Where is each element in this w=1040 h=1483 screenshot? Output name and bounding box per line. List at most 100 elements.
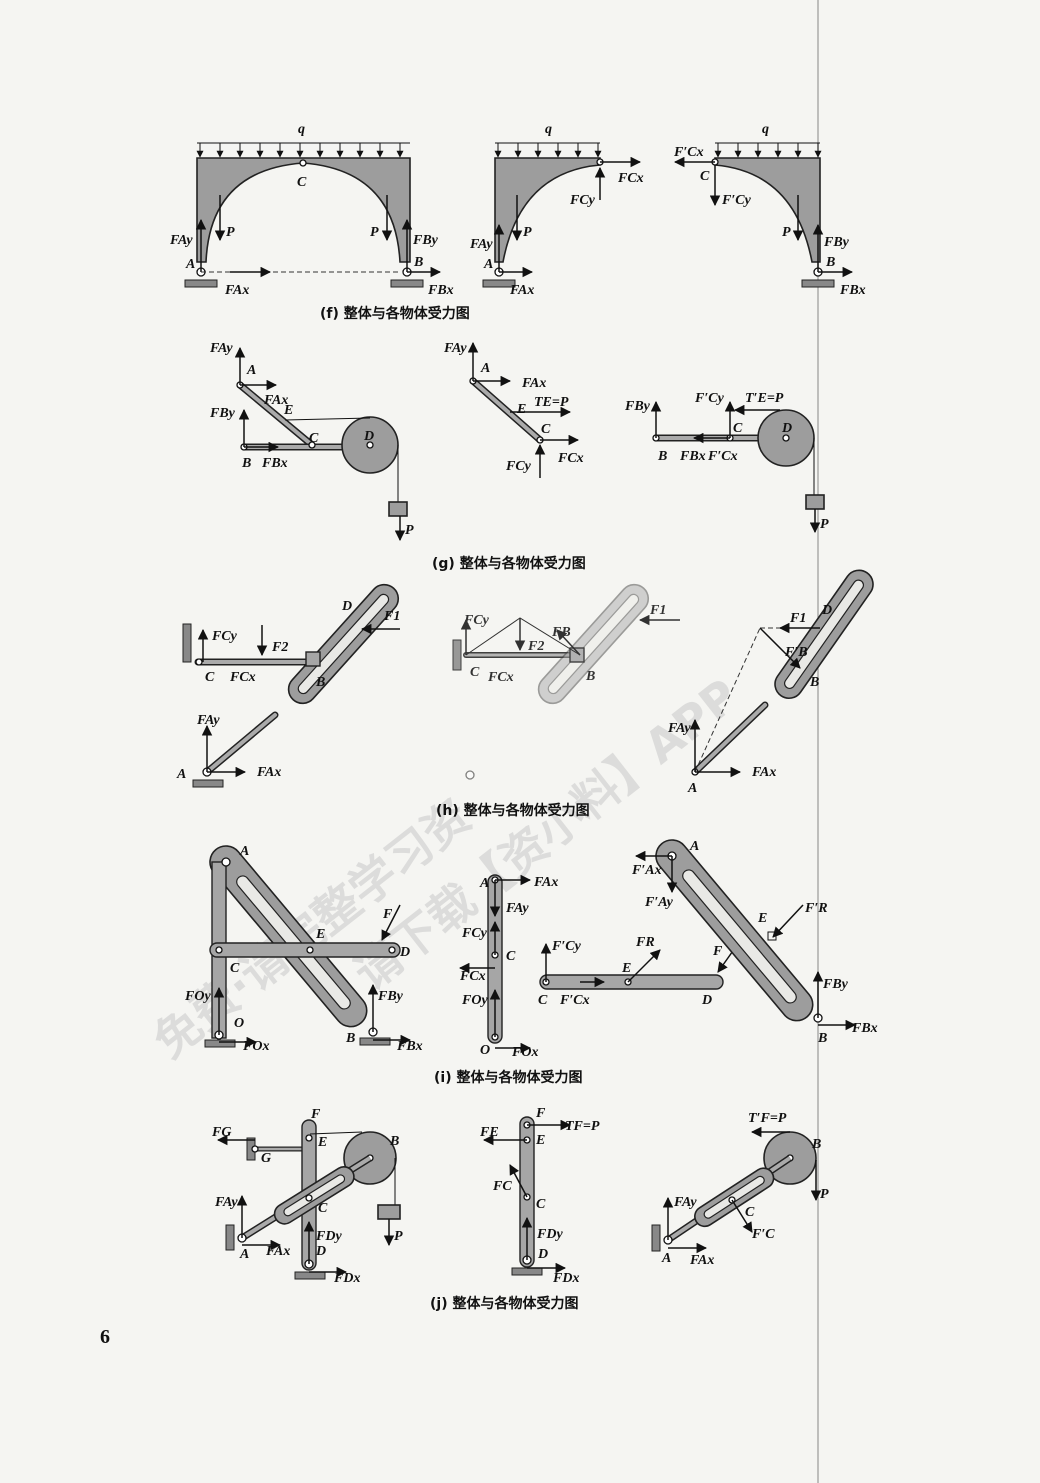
svg-text:FBx: FBx — [261, 456, 288, 471]
svg-text:P: P — [820, 517, 829, 532]
svg-text:B: B — [315, 675, 325, 690]
svg-text:q: q — [298, 122, 305, 137]
svg-text:FCy: FCy — [211, 629, 238, 644]
svg-text:D: D — [821, 603, 832, 618]
svg-text:FAy: FAy — [169, 233, 193, 248]
svg-text:FG: FG — [211, 1125, 231, 1140]
svg-text:P: P — [370, 225, 379, 240]
svg-text:FDy: FDy — [536, 1227, 563, 1242]
svg-text:B: B — [825, 255, 835, 270]
svg-text:B: B — [811, 1137, 821, 1152]
svg-text:FAx: FAx — [509, 283, 534, 298]
svg-text:FCy: FCy — [463, 613, 490, 628]
figure-g-bar-bd: T′E=P D C F′Cy F′Cx FBy B FBx P — [624, 391, 829, 534]
svg-text:C: C — [205, 670, 215, 685]
svg-text:C: C — [700, 169, 710, 184]
svg-text:C: C — [541, 422, 551, 437]
arch-whole — [196, 157, 411, 263]
svg-text:E: E — [516, 402, 526, 417]
svg-text:FB: FB — [551, 625, 571, 640]
svg-text:FCx: FCx — [459, 969, 486, 984]
svg-text:FAx: FAx — [533, 875, 558, 890]
svg-text:F1: F1 — [383, 609, 400, 624]
figure-h-whole: D B C A F1 F2 FCy FCx FAy FAx — [176, 583, 400, 788]
svg-text:A: A — [176, 767, 186, 782]
svg-text:O: O — [234, 1016, 244, 1031]
svg-text:E: E — [757, 911, 767, 926]
svg-text:C: C — [745, 1205, 755, 1220]
figure-i-bar-ab: A B E F′Ax F′Ay F′R FBy FBx — [631, 839, 878, 1046]
svg-text:q: q — [545, 122, 552, 137]
svg-text:FOx: FOx — [511, 1045, 538, 1060]
svg-text:D: D — [701, 993, 712, 1008]
svg-text:FCy: FCy — [505, 459, 532, 474]
svg-text:A: A — [483, 257, 493, 272]
svg-text:C: C — [506, 949, 516, 964]
svg-text:P: P — [405, 523, 414, 538]
svg-text:FOy: FOy — [184, 989, 211, 1004]
svg-text:FCx: FCx — [487, 670, 514, 685]
svg-text:E: E — [317, 1135, 327, 1150]
svg-text:FCy: FCy — [461, 926, 488, 941]
svg-text:F′Cx: F′Cx — [707, 449, 738, 464]
svg-text:A: A — [185, 257, 195, 272]
svg-text:FAx: FAx — [751, 765, 776, 780]
svg-text:FAx: FAx — [265, 1244, 290, 1259]
svg-text:FDx: FDx — [552, 1271, 579, 1286]
svg-text:FAy: FAy — [673, 1195, 697, 1210]
svg-text:B: B — [657, 449, 667, 464]
figure-f-left: q FCx FCy P A FAy FAx — [469, 122, 644, 298]
svg-text:FBy: FBy — [209, 406, 236, 421]
svg-text:P: P — [820, 1187, 829, 1202]
svg-text:FAx: FAx — [263, 393, 288, 408]
svg-text:C: C — [297, 175, 307, 190]
svg-text:C: C — [536, 1197, 546, 1212]
svg-text:D: D — [781, 421, 792, 436]
svg-text:B: B — [413, 255, 423, 270]
svg-text:C: C — [318, 1201, 328, 1216]
svg-text:TE=P: TE=P — [534, 395, 569, 410]
svg-text:FCx: FCx — [617, 171, 644, 186]
svg-text:FCy: FCy — [569, 193, 596, 208]
svg-text:O: O — [480, 1043, 490, 1058]
figure-i-bar-ao: A C O FAx FAy FCy FCx FOy FOx — [458, 874, 558, 1060]
svg-text:FOx: FOx — [242, 1039, 269, 1054]
svg-text:B: B — [241, 456, 251, 471]
svg-text:D: D — [341, 599, 352, 614]
svg-text:P: P — [226, 225, 235, 240]
svg-text:A: A — [239, 1247, 249, 1262]
svg-text:B: B — [809, 675, 819, 690]
svg-text:F1: F1 — [789, 611, 806, 626]
caption-j: (j) 整体与各物体受力图 — [430, 1295, 578, 1312]
svg-text:F′C: F′C — [751, 1227, 775, 1242]
svg-text:F′Ax: F′Ax — [631, 863, 662, 878]
figure-j-bar-fd: F E C D TF=P FE FC FDy FDx — [479, 1106, 600, 1286]
svg-text:P: P — [782, 225, 791, 240]
svg-text:FBx: FBx — [839, 283, 866, 298]
svg-text:C: C — [538, 993, 548, 1008]
svg-text:F′Cy: F′Cy — [551, 939, 582, 954]
svg-text:FDx: FDx — [333, 1271, 360, 1286]
svg-text:F: F — [535, 1106, 546, 1121]
svg-text:B: B — [817, 1031, 827, 1046]
svg-text:P: P — [523, 225, 532, 240]
svg-text:B: B — [389, 1134, 399, 1149]
svg-text:FBx: FBx — [427, 283, 454, 298]
svg-text:A: A — [480, 361, 490, 376]
svg-text:FAy: FAy — [667, 721, 691, 736]
svg-text:A: A — [479, 876, 489, 891]
svg-text:A: A — [246, 363, 256, 378]
svg-text:F1: F1 — [649, 603, 666, 618]
svg-text:T′F=P: T′F=P — [748, 1111, 787, 1126]
figure-h-middle: F2 FCy C FCx FB B F1 — [452, 583, 680, 780]
svg-text:F2: F2 — [271, 640, 288, 655]
figure-f-whole: q C P P A B FAy FBy FAx FBx — [169, 122, 454, 298]
svg-text:FAx: FAx — [224, 283, 249, 298]
svg-text:E: E — [283, 403, 293, 418]
svg-text:FBy: FBy — [822, 977, 849, 992]
svg-text:G: G — [261, 1151, 271, 1166]
svg-text:FBx: FBx — [396, 1039, 423, 1054]
svg-text:FAy: FAy — [443, 341, 467, 356]
svg-text:D: D — [537, 1247, 548, 1262]
